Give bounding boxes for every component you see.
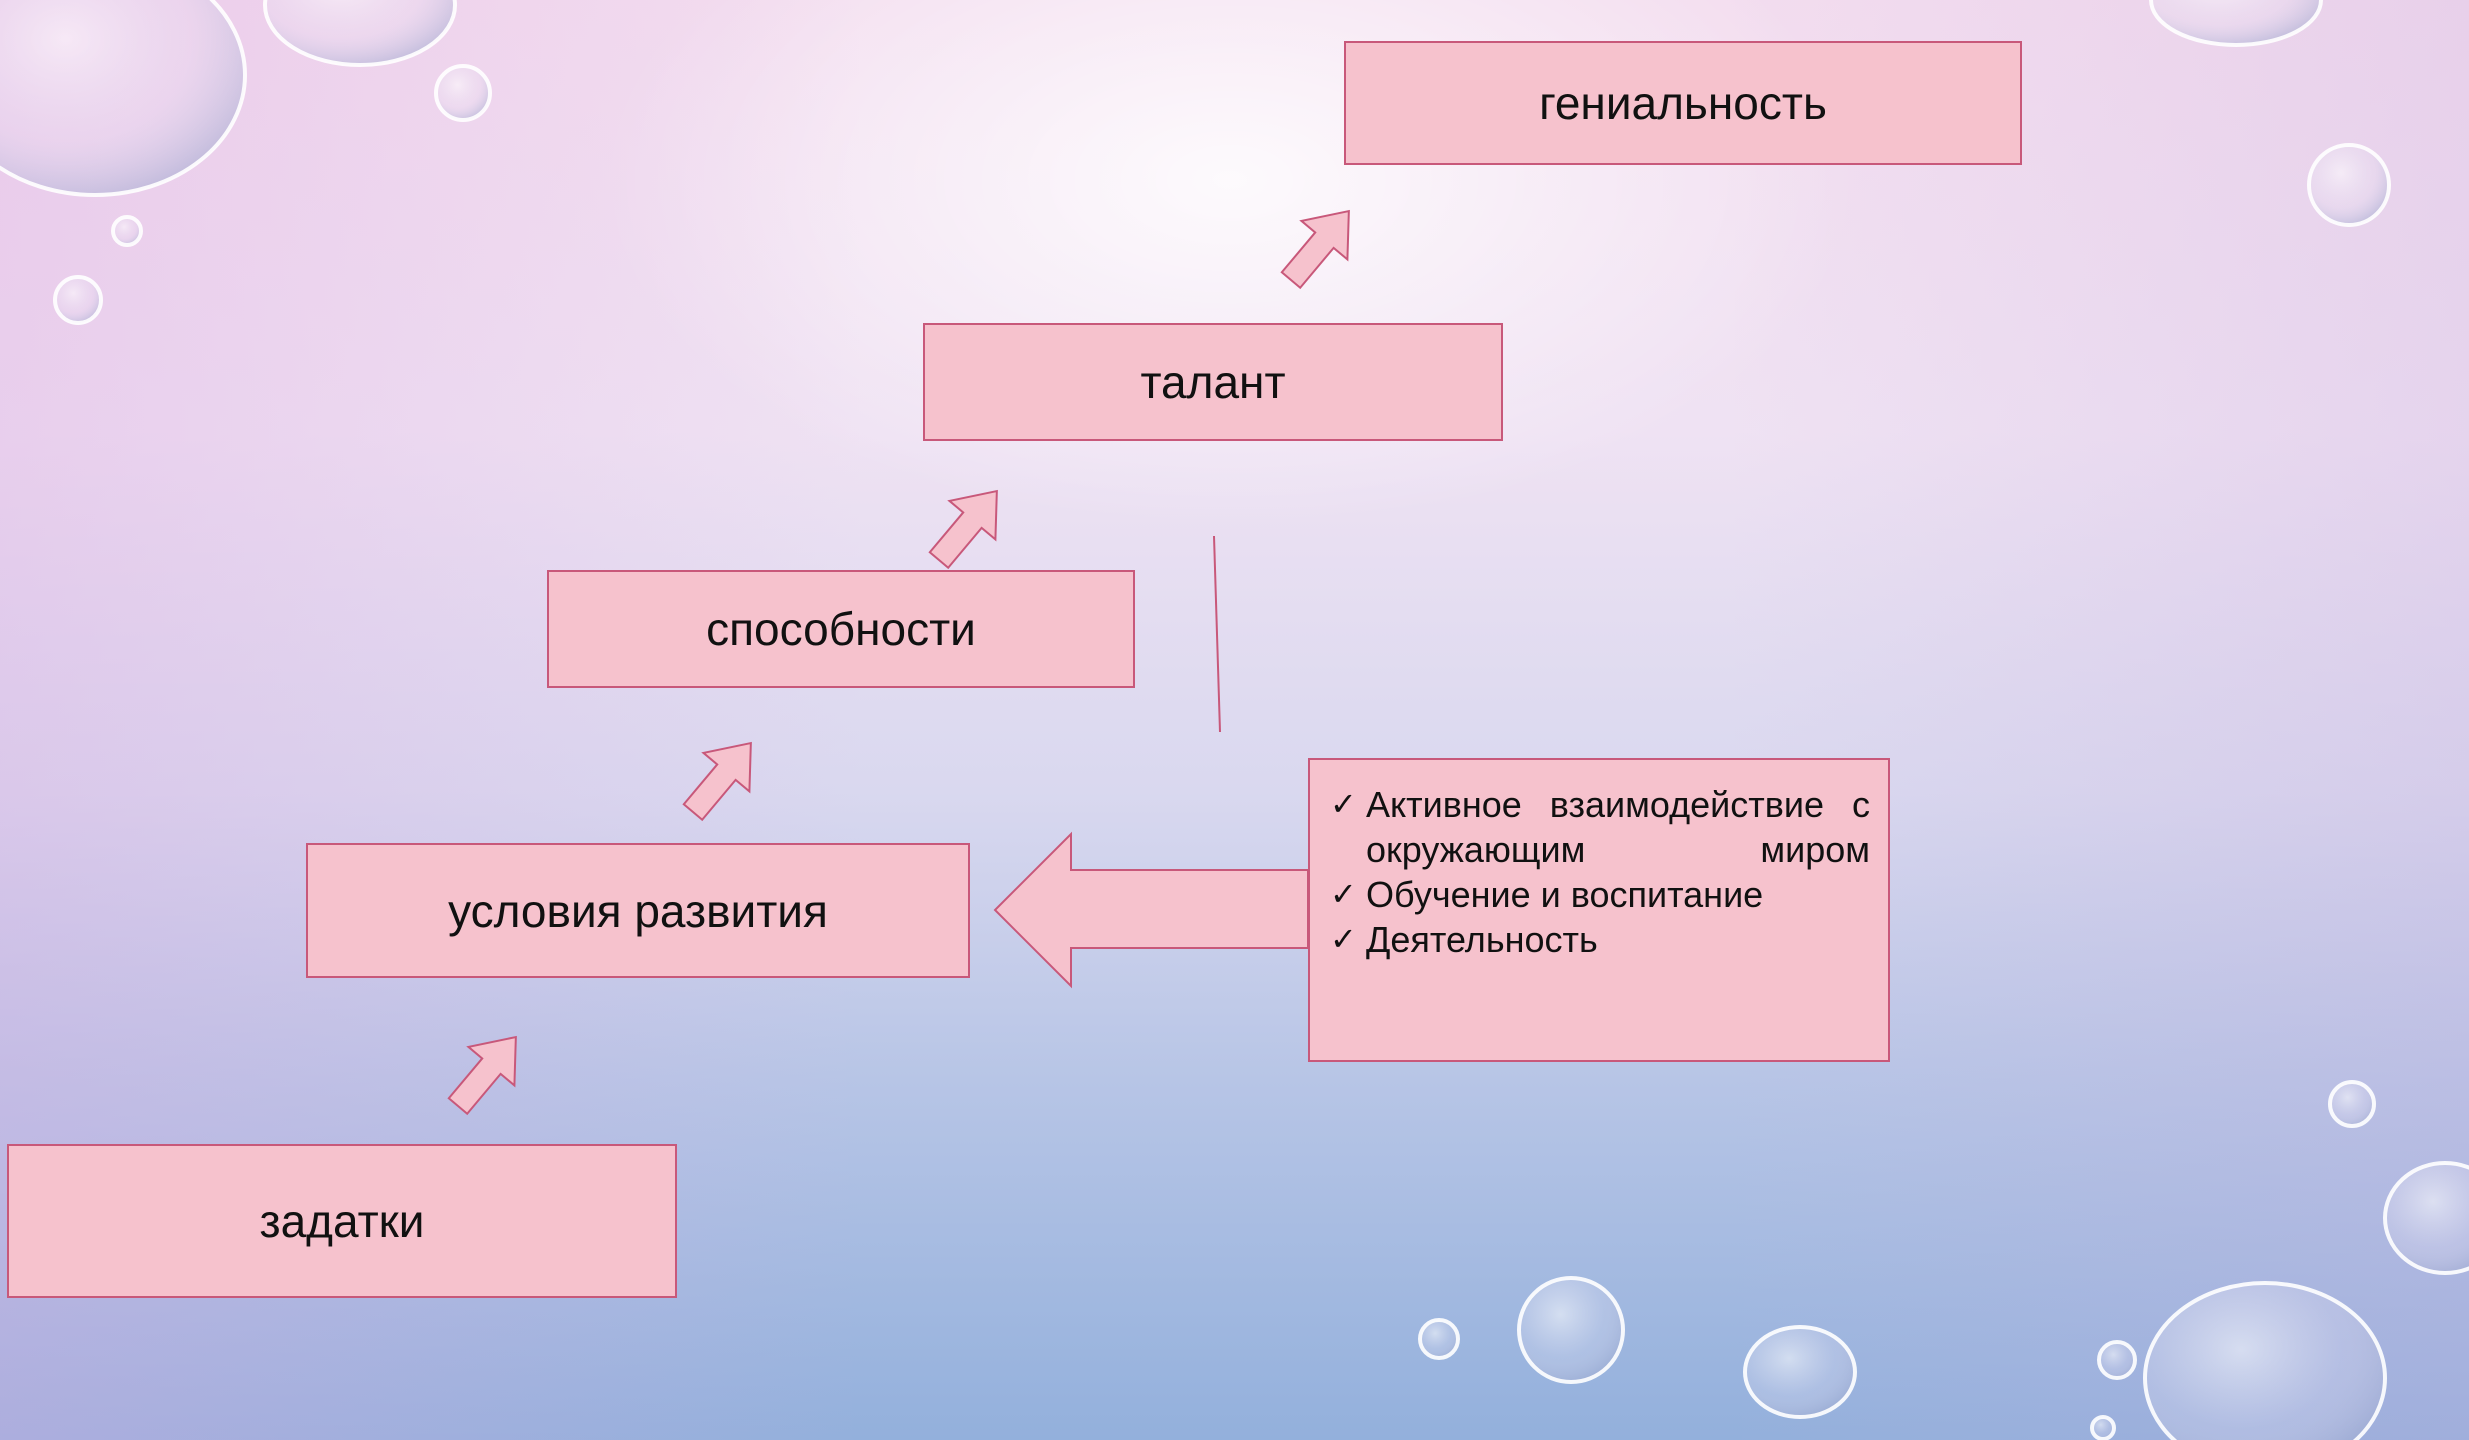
box-inclinations-label: задатки xyxy=(259,1195,425,1247)
box-abilities: способности xyxy=(547,570,1135,688)
droplet xyxy=(1418,1318,1460,1360)
list-item: ✓ Обучение и воспитание xyxy=(1330,872,1870,917)
checkmark-icon: ✓ xyxy=(1330,920,1357,958)
box-talent-label: талант xyxy=(1140,356,1286,408)
checkmark-icon: ✓ xyxy=(1330,875,1357,913)
droplet xyxy=(2097,1340,2137,1380)
factors-list: ✓ Активное взаимодействие с окружающим м… xyxy=(1330,782,1870,962)
factor-text: Обучение и воспитание xyxy=(1366,874,1764,915)
droplet xyxy=(2328,1080,2376,1128)
up-arrow-icon xyxy=(682,741,752,822)
droplet xyxy=(2307,143,2391,227)
box-development-conditions-label: условия развития xyxy=(448,884,828,937)
development-factors-box: ✓ Активное взаимодействие с окружающим м… xyxy=(1308,758,1890,1062)
droplet xyxy=(2149,0,2323,47)
divider-line xyxy=(1213,535,1221,733)
droplet xyxy=(111,215,143,247)
up-arrow-icon xyxy=(928,489,998,570)
droplet xyxy=(1743,1325,1857,1419)
left-arrow-icon xyxy=(993,831,1309,989)
checkmark-icon: ✓ xyxy=(1330,785,1357,823)
factor-text: Деятельность xyxy=(1366,919,1598,960)
box-genius: гениальность xyxy=(1344,41,2022,165)
droplet xyxy=(53,275,103,325)
droplet xyxy=(0,0,247,197)
up-arrow-icon xyxy=(447,1035,517,1116)
list-item: ✓ Деятельность xyxy=(1330,917,1870,962)
box-abilities-label: способности xyxy=(706,603,976,655)
droplet xyxy=(263,0,457,67)
droplet xyxy=(2143,1281,2387,1440)
droplet xyxy=(2383,1161,2469,1275)
box-genius-label: гениальность xyxy=(1539,77,1827,129)
droplet xyxy=(1517,1276,1625,1384)
box-development-conditions: условия развития xyxy=(306,843,970,978)
droplet xyxy=(434,64,492,122)
list-item: ✓ Активное взаимодействие с окружающим м… xyxy=(1330,782,1870,872)
box-talent: талант xyxy=(923,323,1503,441)
droplet xyxy=(2090,1415,2116,1440)
factor-text: Активное взаимодействие с окружающим мир… xyxy=(1366,784,1870,870)
up-arrow-icon xyxy=(1280,209,1350,290)
box-inclinations: задатки xyxy=(7,1144,677,1298)
